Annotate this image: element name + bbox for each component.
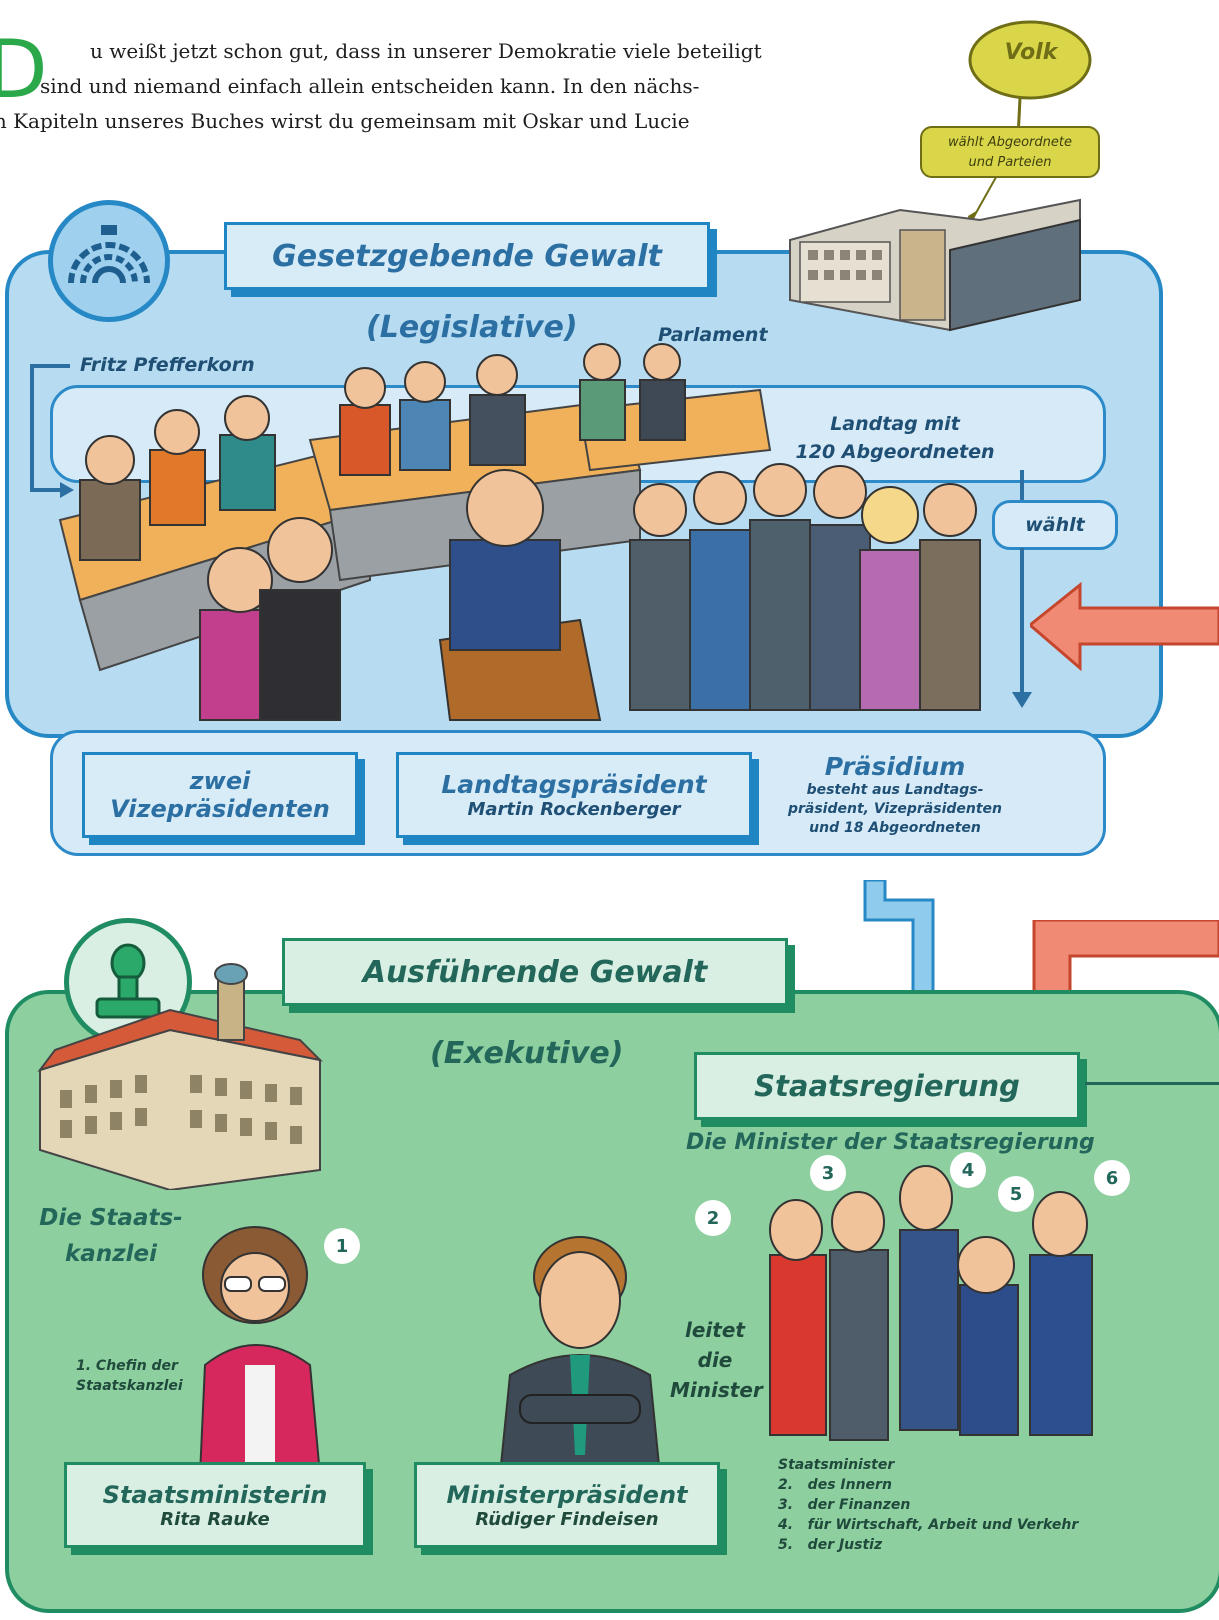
landtag-label: Landtag mit 120 Abgeordneten (770, 410, 1020, 466)
executive-title-box: Ausführende Gewalt (282, 938, 788, 1006)
fritz-arrow (30, 364, 74, 498)
parliament-seating-drawing (68, 225, 150, 284)
volk-note: wählt Abgeordnete und Parteien (920, 126, 1100, 178)
fritz-label: Fritz Pfefferkorn (80, 354, 255, 376)
intro-line-3: en Kapiteln unseres Buches wirst du geme… (0, 109, 690, 133)
staatsministerin-box: Staatsministerin Rita Rauke (64, 1462, 366, 1548)
praesidium-block: Präsidium besteht aus Landtags- präsiden… (770, 752, 1020, 838)
intro-line-1: u weißt jetzt schon gut, dass in unserer… (90, 39, 762, 63)
rita-rauke-illustration (198, 1226, 322, 1475)
badge-3: 3 (810, 1155, 846, 1191)
staatsminister-item: 2. des Innern (778, 1477, 892, 1493)
legislative-subtitle: (Legislative) (366, 310, 578, 345)
volk-bubble-graphic (968, 20, 1092, 220)
leitet-line2: die (697, 1348, 733, 1372)
ruediger-findeisen-illustration (498, 1236, 662, 1475)
staatsministerin-name: Rita Rauke (160, 1508, 270, 1530)
praesidium-line2: präsident, Vizepräsidenten (787, 801, 1003, 817)
parliament-seating-icon (48, 200, 170, 322)
stamp-drawing (95, 943, 161, 1019)
staatskanzlei-line2: kanzlei (65, 1241, 157, 1267)
ministerpraesident-name: Rüdiger Findeisen (475, 1508, 659, 1530)
badge-2: 2 (695, 1200, 731, 1236)
staatskanzlei-building (37, 963, 324, 1190)
volk-note-line2: und Parteien (968, 155, 1052, 170)
staatsminister-heading: Staatsminister (778, 1457, 895, 1473)
staatsregierung-title: Staatsregierung (754, 1069, 1020, 1103)
staatsminister-item: 4. für Wirtschaft, Arbeit und Verkehr (778, 1517, 1079, 1533)
executive-subtitle: (Exekutive) (430, 1036, 624, 1071)
badge-5: 5 (998, 1176, 1034, 1212)
badge-1: 1 (324, 1228, 360, 1264)
legislative-title-box: Gesetzgebende Gewalt (224, 222, 710, 290)
landtagspraesident-name: Martin Rockenberger (467, 799, 681, 820)
landtagspraesident-title: Landtagspräsident (441, 770, 707, 799)
ministerpraesident-box: Ministerpräsident Rüdiger Findeisen (414, 1462, 720, 1548)
badge-6: 6 (1094, 1160, 1130, 1196)
executive-title: Ausführende Gewalt (362, 954, 708, 990)
staatsministerin-title: Staatsministerin (102, 1480, 328, 1509)
chefin-label: 1. Chefin der Staatskanzlei (76, 1356, 183, 1396)
intro-line-2: sind und niemand einfach allein entschei… (40, 74, 700, 98)
ministerpraesident-title: Ministerpräsident (446, 1480, 688, 1509)
leitet-label: leitet die Minister (670, 1315, 763, 1405)
praesidium-desc: besteht aus Landtags- präsident, Vizeprä… (770, 781, 1020, 838)
leitet-line3: Minister (670, 1378, 763, 1402)
vize-box: zwei Vizepräsidenten (82, 752, 358, 838)
minister-heading: Die Minister der Staatsregierung (686, 1130, 1095, 1155)
badge-4: 4 (950, 1152, 986, 1188)
volk-note-line1: wählt Abgeordnete (948, 135, 1072, 150)
parliament-scene-illustration (58, 343, 981, 721)
legislative-title: Gesetzgebende Gewalt (272, 238, 662, 274)
vize-line1: zwei (189, 767, 251, 795)
ministers-illustration (769, 1165, 1093, 1441)
dropcap-letter: D (0, 23, 48, 116)
landtag-line2: 120 Abgeordneten (795, 441, 995, 463)
landtagspraesident-box: Landtagspräsident Martin Rockenberger (396, 752, 752, 838)
praesidium-line3: und 18 Abgeordneten (809, 820, 981, 836)
staatsminister-item: 5. der Justiz (778, 1537, 883, 1553)
praesidium-title: Präsidium (824, 752, 966, 781)
staatskanzlei-line1: Die Staats- (39, 1205, 183, 1231)
staatsminister-list: Staatsminister 2. des Innern 3. der Fina… (778, 1455, 1078, 1555)
staatsregierung-box: Staatsregierung (694, 1052, 1080, 1120)
praesidium-line1: besteht aus Landtags- (806, 782, 984, 798)
parliament-building-illustration (789, 198, 1081, 332)
staatsregierung-connector (1085, 1082, 1219, 1085)
parlament-label: Parlament (658, 324, 768, 346)
staatsminister-item: 3. der Finanzen (778, 1497, 911, 1513)
waehlt-label: wählt (992, 500, 1118, 550)
landtag-line1: Landtag mit (830, 413, 960, 435)
waehlt-arrow (1012, 470, 1032, 708)
volk-label: Volk (1004, 40, 1058, 65)
staatskanzlei-label: Die Staats- kanzlei (36, 1200, 186, 1272)
chefin-line1: 1. Chefin der (76, 1358, 178, 1374)
red-arrow-left (1030, 581, 1219, 672)
chefin-line2: Staatskanzlei (76, 1378, 183, 1394)
leitet-line1: leitet (685, 1318, 745, 1342)
vize-line2: Vizepräsidenten (110, 795, 330, 823)
